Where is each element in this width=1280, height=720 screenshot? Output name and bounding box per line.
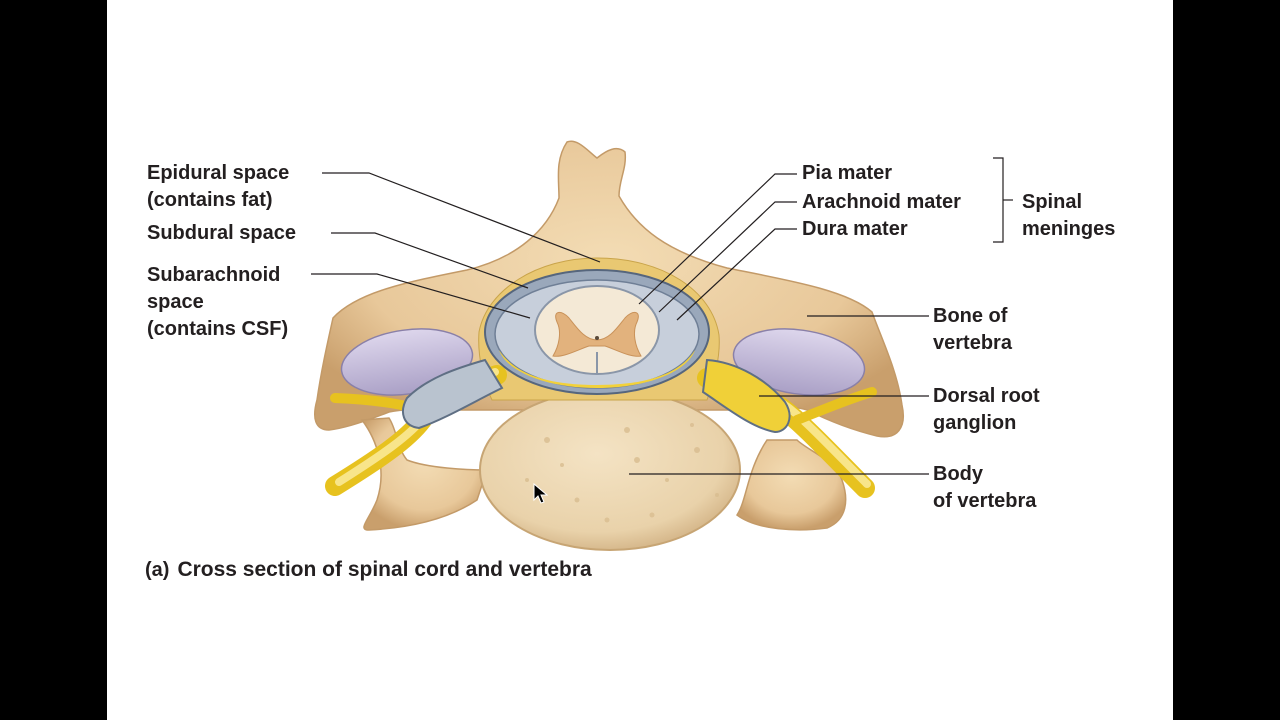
label-bone-of-vertebra: Bone of vertebra xyxy=(933,303,1012,357)
label-pia-mater: Pia mater xyxy=(802,160,892,187)
leader-lines xyxy=(311,157,1013,475)
gray-matter xyxy=(552,312,642,357)
figure-caption-text: Cross section of spinal cord and vertebr… xyxy=(177,558,592,581)
label-dura-line1: Dura mater xyxy=(802,218,908,240)
label-ganglion-line2: ganglion xyxy=(933,412,1017,434)
label-bone-line1: Bone of xyxy=(933,305,1008,327)
label-epidural-space: Epidural space (contains fat) xyxy=(147,160,289,214)
label-body-line2: of vertebra xyxy=(933,490,1037,512)
label-subdural-space: Subdural space xyxy=(147,220,296,247)
vertebra-cross-section-illustration xyxy=(311,140,1013,551)
label-dorsal-root-ganglion: Dorsal root ganglion xyxy=(933,383,1040,437)
figure-caption-letter: (a) xyxy=(145,559,170,581)
label-body-of-vertebra: Body of vertebra xyxy=(933,461,1036,515)
label-dura-mater: Dura mater xyxy=(802,216,908,243)
arrow-cursor-icon xyxy=(533,482,549,504)
label-subarachnoid-line1: Subarachnoid xyxy=(147,264,281,286)
label-subarachnoid-line2: space xyxy=(147,291,204,313)
slide-page: Epidural space (contains fat) Subdural s… xyxy=(107,0,1173,720)
right-branch-nerve xyxy=(792,387,877,425)
label-bone-line2: vertebra xyxy=(933,332,1012,354)
figure-caption: (a) Cross section of spinal cord and vert… xyxy=(145,558,592,582)
vertebral-body xyxy=(479,389,741,551)
label-meninges-line2: meninges xyxy=(1022,218,1116,240)
dorsal-root-ganglion xyxy=(701,358,791,434)
label-epidural-line2: (contains fat) xyxy=(147,189,273,211)
left-dural-sleeve xyxy=(402,358,504,430)
label-arachnoid-mater: Arachnoid mater xyxy=(802,189,961,216)
label-subarachnoid-line3: (contains CSF) xyxy=(147,318,289,340)
label-subarachnoid-space: Subarachnoid space (contains CSF) xyxy=(147,262,288,343)
label-spinal-meninges: Spinal meninges xyxy=(1022,189,1115,243)
label-subdural-line1: Subdural space xyxy=(147,222,296,244)
right-articular-facet xyxy=(732,328,866,396)
label-arachnoid-line1: Arachnoid mater xyxy=(802,191,961,213)
label-epidural-line1: Epidural space xyxy=(147,162,290,184)
label-pia-line1: Pia mater xyxy=(802,162,893,184)
label-meninges-line1: Spinal xyxy=(1022,191,1083,213)
label-body-line1: Body xyxy=(933,463,983,485)
label-ganglion-line1: Dorsal root xyxy=(933,385,1040,407)
left-transverse-foramen-bone xyxy=(360,417,489,531)
central-canal xyxy=(595,336,599,340)
